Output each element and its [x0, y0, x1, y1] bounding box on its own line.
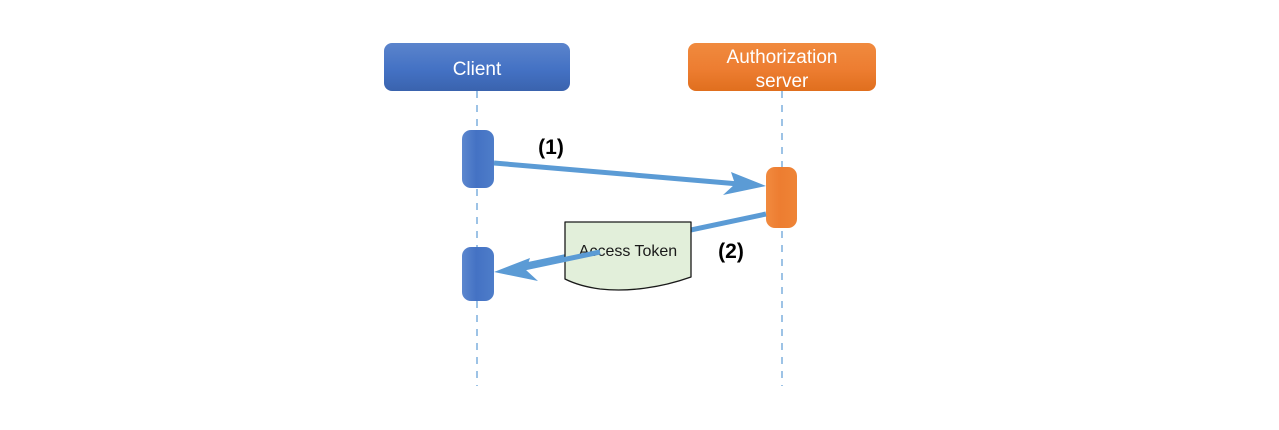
message-2-label: (2): [718, 240, 744, 263]
activation-bar-client-1[interactable]: [462, 130, 494, 188]
participant-authorization-server-box[interactable]: [688, 43, 876, 91]
participant-client-label: Client: [453, 59, 502, 80]
message-2-shaft-tail: [523, 249, 601, 271]
participant-client[interactable]: Client: [384, 43, 570, 91]
activation-bar-client-2[interactable]: [462, 247, 494, 301]
activation-bars: [462, 130, 797, 301]
step-labels: (1) (2): [538, 136, 744, 263]
participant-client-box[interactable]: [384, 43, 570, 91]
note-access-token-shape[interactable]: [564, 221, 692, 291]
message-1-arrowhead: [723, 172, 766, 195]
message-2-arrow: [494, 249, 601, 281]
message-1-label: (1): [538, 136, 564, 159]
participant-authorization-server[interactable]: Authorization server: [688, 43, 876, 92]
note-access-token-label: Access Token: [579, 243, 677, 260]
participant-authorization-server-label-line2: server: [756, 71, 809, 92]
note-access-token[interactable]: Access Token: [564, 221, 692, 291]
message-1-arrow: [493, 160, 766, 195]
message-1-shaft: [493, 160, 740, 187]
participant-authorization-server-label-line1: Authorization: [727, 47, 838, 68]
activation-bar-authorization-server[interactable]: [766, 167, 797, 228]
message-2-arrowhead: [494, 258, 538, 281]
